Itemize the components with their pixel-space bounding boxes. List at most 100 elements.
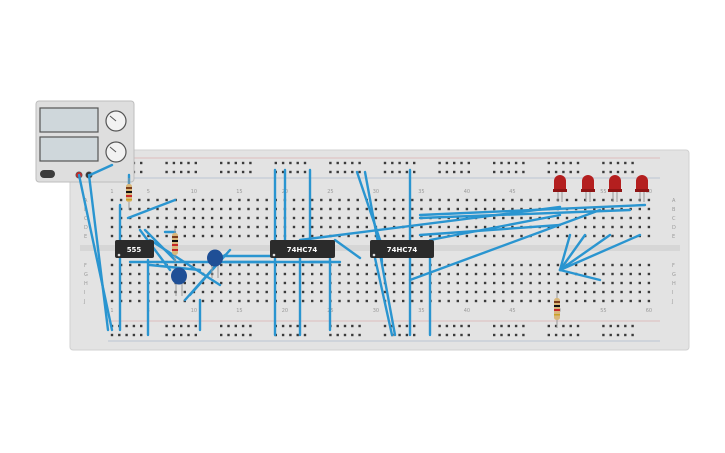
rail-hole[interactable] bbox=[522, 324, 525, 328]
breadboard-hole[interactable] bbox=[247, 225, 250, 229]
breadboard-hole[interactable] bbox=[447, 225, 450, 229]
breadboard-hole[interactable] bbox=[502, 216, 505, 220]
breadboard-hole[interactable] bbox=[456, 263, 459, 267]
breadboard-hole[interactable] bbox=[256, 272, 259, 276]
rail-hole[interactable] bbox=[445, 170, 449, 174]
rail-hole[interactable] bbox=[351, 161, 354, 165]
breadboard-hole[interactable] bbox=[256, 234, 259, 238]
breadboard-hole[interactable] bbox=[192, 272, 196, 276]
breadboard-hole[interactable] bbox=[520, 207, 523, 211]
rail-hole[interactable] bbox=[303, 324, 307, 328]
breadboard-hole[interactable] bbox=[447, 272, 450, 276]
breadboard-hole[interactable] bbox=[620, 207, 623, 211]
breadboard-hole[interactable] bbox=[256, 225, 259, 229]
breadboard-hole[interactable] bbox=[238, 225, 241, 229]
wire-icon[interactable] bbox=[558, 268, 602, 282]
breadboard-hole[interactable] bbox=[574, 290, 578, 294]
rail-hole[interactable] bbox=[493, 324, 496, 328]
rail-hole[interactable] bbox=[281, 170, 285, 174]
breadboard-hole[interactable] bbox=[647, 290, 651, 294]
rail-hole[interactable] bbox=[351, 324, 354, 328]
breadboard-hole[interactable] bbox=[220, 281, 223, 285]
breadboard-hole[interactable] bbox=[301, 216, 305, 220]
breadboard-hole[interactable] bbox=[465, 234, 469, 238]
breadboard-hole[interactable] bbox=[174, 263, 177, 267]
breadboard-hole[interactable] bbox=[420, 281, 423, 285]
breadboard-hole[interactable] bbox=[292, 272, 296, 276]
breadboard-hole[interactable] bbox=[420, 299, 423, 303]
breadboard-hole[interactable] bbox=[165, 272, 168, 276]
breadboard-hole[interactable] bbox=[402, 263, 405, 267]
breadboard-hole[interactable] bbox=[311, 299, 314, 303]
breadboard-hole[interactable] bbox=[502, 290, 505, 294]
breadboard-hole[interactable] bbox=[129, 234, 132, 238]
breadboard-hole[interactable] bbox=[292, 207, 296, 211]
breadboard-hole[interactable] bbox=[565, 281, 569, 285]
rail-hole[interactable] bbox=[576, 324, 580, 328]
breadboard-hole[interactable] bbox=[556, 281, 560, 285]
breadboard-hole[interactable] bbox=[574, 281, 578, 285]
rail-hole[interactable] bbox=[413, 333, 416, 337]
breadboard-hole[interactable] bbox=[483, 290, 487, 294]
breadboard-hole[interactable] bbox=[320, 299, 323, 303]
breadboard-hole[interactable] bbox=[292, 299, 296, 303]
rail-hole[interactable] bbox=[631, 161, 634, 165]
rail-hole[interactable] bbox=[514, 324, 518, 328]
breadboard-hole[interactable] bbox=[283, 281, 287, 285]
breadboard-hole[interactable] bbox=[192, 234, 196, 238]
breadboard-hole[interactable] bbox=[465, 225, 469, 229]
breadboard-hole[interactable] bbox=[392, 290, 396, 294]
breadboard-hole[interactable] bbox=[465, 299, 469, 303]
rail-hole[interactable] bbox=[391, 161, 394, 165]
rail-hole[interactable] bbox=[453, 324, 456, 328]
breadboard-hole[interactable] bbox=[638, 290, 641, 294]
breadboard-hole[interactable] bbox=[338, 281, 341, 285]
breadboard-hole[interactable] bbox=[456, 216, 459, 220]
rail-hole[interactable] bbox=[391, 170, 394, 174]
wire-icon[interactable] bbox=[188, 248, 232, 297]
breadboard-hole[interactable] bbox=[311, 225, 314, 229]
rail-hole[interactable] bbox=[274, 161, 277, 165]
breadboard-hole[interactable] bbox=[465, 207, 469, 211]
breadboard-hole[interactable] bbox=[474, 207, 478, 211]
breadboard-hole[interactable] bbox=[265, 198, 268, 202]
breadboard-hole[interactable] bbox=[338, 225, 341, 229]
breadboard-hole[interactable] bbox=[247, 281, 250, 285]
breadboard-hole[interactable] bbox=[201, 216, 205, 220]
wire-icon[interactable] bbox=[418, 203, 647, 217]
breadboard-hole[interactable] bbox=[584, 263, 587, 267]
breadboard-hole[interactable] bbox=[593, 234, 596, 238]
rail-hole[interactable] bbox=[631, 170, 634, 174]
breadboard-hole[interactable] bbox=[647, 272, 651, 276]
breadboard-hole[interactable] bbox=[265, 263, 268, 267]
breadboard-hole[interactable] bbox=[647, 299, 651, 303]
breadboard-hole[interactable] bbox=[529, 216, 532, 220]
breadboard-hole[interactable] bbox=[392, 216, 396, 220]
rail-hole[interactable] bbox=[125, 333, 128, 337]
breadboard-hole[interactable] bbox=[156, 198, 159, 202]
rail-hole[interactable] bbox=[547, 170, 550, 174]
breadboard-hole[interactable] bbox=[265, 290, 268, 294]
breadboard-hole[interactable] bbox=[411, 216, 414, 220]
breadboard-hole[interactable] bbox=[392, 272, 396, 276]
rail-hole[interactable] bbox=[241, 170, 245, 174]
breadboard-hole[interactable] bbox=[320, 234, 323, 238]
rail-hole[interactable] bbox=[547, 333, 550, 337]
rail-hole[interactable] bbox=[507, 161, 510, 165]
wire-icon[interactable] bbox=[138, 228, 172, 272]
breadboard-hole[interactable] bbox=[483, 263, 487, 267]
breadboard-hole[interactable] bbox=[593, 216, 596, 220]
breadboard-hole[interactable] bbox=[192, 299, 196, 303]
rail-hole[interactable] bbox=[289, 161, 292, 165]
breadboard-hole[interactable] bbox=[392, 281, 396, 285]
breadboard-hole[interactable] bbox=[383, 225, 387, 229]
rail-hole[interactable] bbox=[453, 170, 456, 174]
breadboard-hole[interactable] bbox=[256, 263, 259, 267]
breadboard-hole[interactable] bbox=[174, 207, 177, 211]
rail-hole[interactable] bbox=[358, 333, 361, 337]
rail-hole[interactable] bbox=[493, 170, 496, 174]
breadboard-hole[interactable] bbox=[356, 216, 359, 220]
breadboard-hole[interactable] bbox=[138, 198, 141, 202]
rail-hole[interactable] bbox=[602, 333, 605, 337]
breadboard-hole[interactable] bbox=[602, 234, 605, 238]
